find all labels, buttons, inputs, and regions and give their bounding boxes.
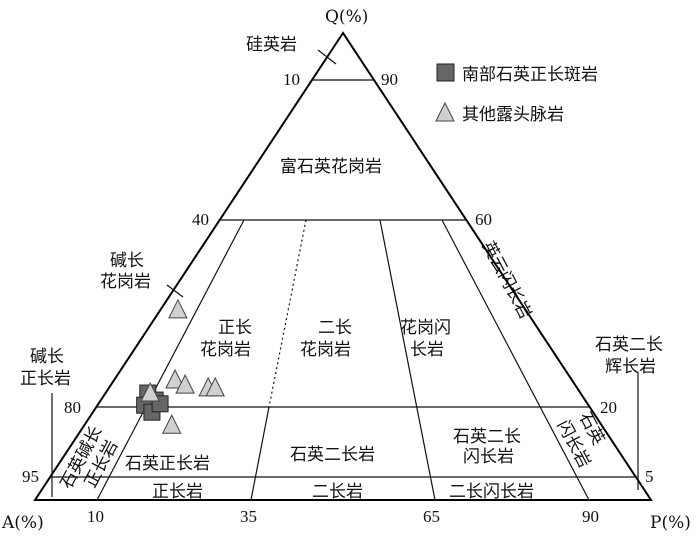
alk-granite-leader (166, 284, 184, 298)
field-tonalite: 英云闪长岩 (478, 238, 536, 322)
tick-q90-right: 90 (381, 70, 398, 89)
sample-triangle-4 (205, 376, 226, 397)
sample-triangle-5 (140, 381, 160, 402)
field-granodiorite-2: 长岩 (410, 340, 444, 360)
field-syenogranite-1: 正长 (218, 318, 252, 338)
field-alkali-syenite-2: 正长岩 (20, 369, 71, 389)
triangle-outline (33, 31, 653, 501)
p35-line (250, 406, 270, 501)
field-monzodiorite: 二长闪长岩 (449, 482, 534, 502)
sample-triangle-0 (168, 298, 188, 319)
field-syenogranite-2: 花岗岩 (200, 340, 251, 360)
sample-points (136, 298, 226, 434)
field-granodiorite-1: 花岗闪 (400, 318, 451, 338)
legend-label-syenite-porphyry: 南部石英正长斑岩 (462, 65, 598, 85)
q-apex-label: Q(%) (325, 7, 368, 27)
field-qtz-monzogabbro-2: 辉长岩 (605, 357, 656, 377)
sample-triangle-1 (165, 368, 185, 389)
sample-triangle-6 (161, 414, 182, 434)
field-alkali-granite-2: 花岗岩 (100, 272, 151, 292)
field-quartzolite: 硅英岩 (246, 35, 297, 55)
legend-triangle-marker (435, 101, 455, 122)
field-quartz-syenite: 石英正长岩 (125, 454, 210, 474)
p35-dotted-line (268, 219, 307, 408)
tick-q20-right: 20 (600, 398, 617, 417)
legend-label-other-dikes: 其他露头脉岩 (462, 105, 564, 125)
field-qtz-monzogabbro-1: 石英二长 (595, 335, 663, 355)
tick-p35: 35 (240, 507, 257, 526)
field-qtz-monzodiorite-1: 石英二长 (453, 427, 521, 447)
field-monzogranite-1: 二长 (318, 318, 352, 338)
sample-triangle-2 (175, 373, 195, 394)
legend: 南部石英正长斑岩 其他露头脉岩 (435, 63, 598, 125)
p65-line (379, 219, 436, 501)
field-alkali-syenite-1: 碱长 (30, 347, 64, 367)
p90-line (441, 219, 590, 501)
field-boundaries (33, 31, 653, 501)
field-qtz-monzodiorite-2: 闪长岩 (463, 447, 514, 467)
tick-q20-left: 80 (64, 398, 81, 417)
field-monzogranite-2: 花岗岩 (300, 340, 351, 360)
tick-q60-left: 40 (192, 210, 209, 229)
quartzolite-leader (317, 49, 337, 65)
legend-square-marker (436, 63, 455, 82)
tick-p10: 10 (87, 507, 104, 526)
tick-q60-right: 60 (475, 210, 492, 229)
field-quartz-monzonite: 石英二长岩 (290, 445, 375, 465)
field-alkali-granite-1: 碱长 (110, 251, 144, 271)
field-quartz-rich-granitoid: 富石英花岗岩 (280, 157, 382, 177)
tick-p65: 65 (423, 507, 440, 526)
field-syenite: 正长岩 (152, 482, 203, 502)
tick-q5-right: 5 (645, 467, 654, 486)
p-apex-label: P(%) (650, 513, 691, 533)
tick-q5-left: 95 (22, 467, 39, 486)
a-apex-label: A(%) (1, 513, 44, 533)
field-monzonite: 二长岩 (312, 482, 363, 502)
tick-q90-left: 10 (283, 70, 300, 89)
p10-line (96, 219, 245, 501)
tick-p90: 90 (582, 507, 599, 526)
